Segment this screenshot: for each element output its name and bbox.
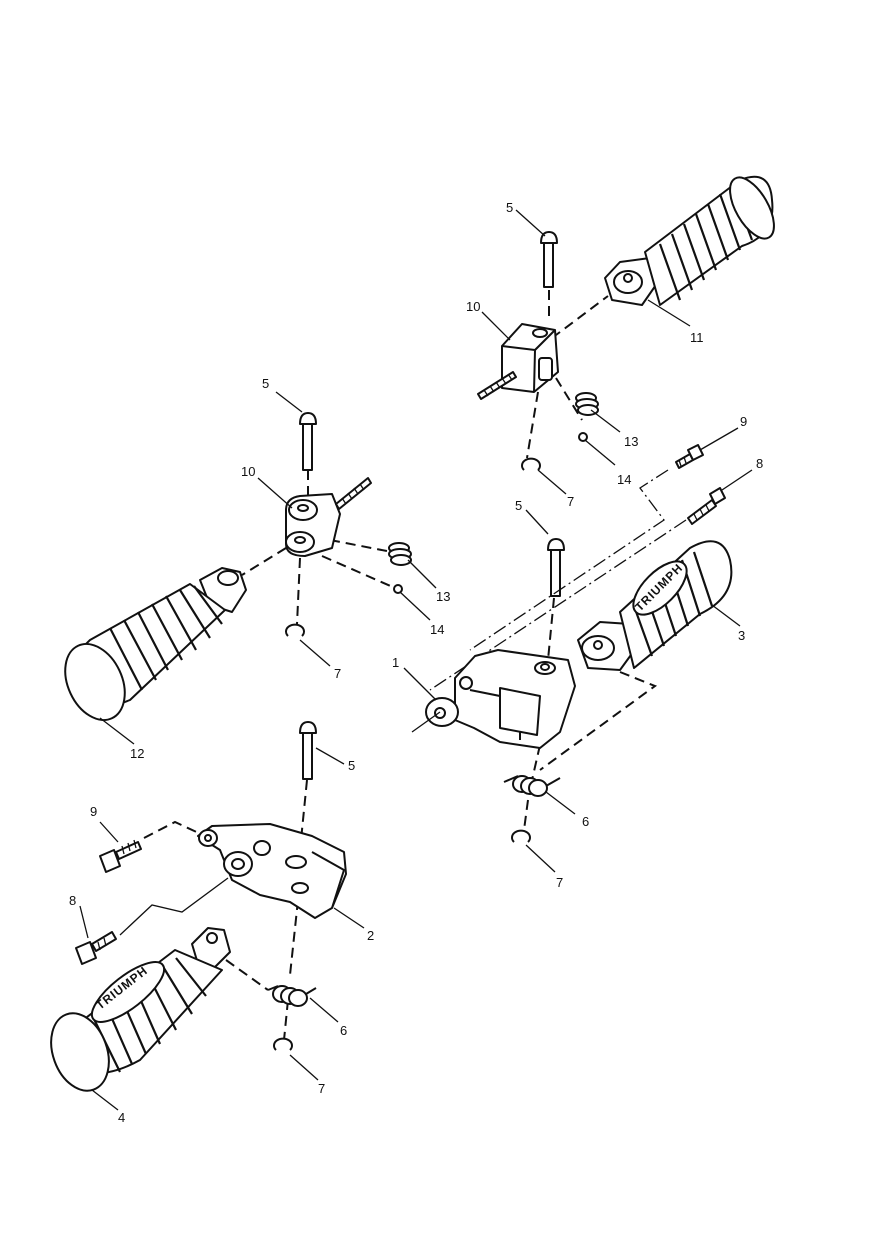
callout-12: 12 — [130, 746, 144, 761]
callout-4: 4 — [118, 1110, 125, 1125]
callout-6-left: 6 — [340, 1023, 347, 1038]
bolt-8-right — [687, 487, 726, 525]
lower-left-footrest-assembly: TRIUMPH — [50, 721, 347, 1092]
bolt-9-right — [675, 444, 704, 469]
callout-14-middle-left: 14 — [430, 622, 444, 637]
callout-6-right: 6 — [582, 814, 589, 829]
callout-14-upper-right: 14 — [617, 472, 631, 487]
bracket-10-upper-right — [477, 323, 559, 400]
callout-3: 3 — [738, 628, 745, 643]
bolt-8-left — [75, 931, 117, 965]
spring-6-right — [503, 775, 561, 797]
callout-7-right: 7 — [556, 875, 563, 890]
pin-5-middle-right — [547, 538, 565, 597]
callout-leaders — [79, 209, 753, 1111]
footpeg-4-triumph: TRIUMPH — [50, 927, 231, 1092]
bracket-10-middle-left — [285, 477, 372, 557]
callout-13-middle-left: 13 — [436, 589, 450, 604]
footpeg-11-rubber — [604, 175, 775, 306]
callout-13-upper-right: 13 — [624, 434, 638, 449]
callout-8-left: 8 — [69, 893, 76, 908]
pin-5-middle-left — [299, 412, 317, 471]
middle-left-footrest-assembly — [64, 412, 412, 722]
callout-9-left: 9 — [90, 804, 97, 819]
upper-right-footrest-assembly — [477, 175, 775, 471]
pin-5-upper-right — [540, 231, 558, 288]
callout-numbers: 5 10 11 13 14 7 9 8 5 3 1 6 7 5 10 13 14… — [69, 200, 763, 1125]
callout-5-middle-left: 5 — [262, 376, 269, 391]
callout-5-middle-right: 5 — [515, 498, 522, 513]
clip-7-left — [273, 1037, 293, 1051]
callout-10-middle-left: 10 — [241, 464, 255, 479]
footrest-bracket-2 — [197, 823, 347, 919]
bolt-9-left — [99, 839, 142, 873]
callout-5-lower-left: 5 — [348, 758, 355, 773]
pin-5-lower-left — [299, 721, 317, 780]
ball-14-upper-right — [578, 432, 588, 442]
callout-8-right: 8 — [756, 456, 763, 471]
spring-6-left — [267, 985, 317, 1007]
callout-10-upper-right: 10 — [466, 299, 480, 314]
spring-13-middle-left — [388, 542, 412, 566]
footpeg-3-triumph: TRIUMPH — [577, 540, 733, 671]
footpeg-12-rubber — [64, 567, 247, 722]
callout-11: 11 — [690, 330, 704, 345]
clip-7-upper-right — [521, 457, 541, 471]
footrest-housing-1 — [411, 649, 576, 749]
callout-2: 2 — [367, 928, 374, 943]
middle-right-footrest-assembly: TRIUMPH — [411, 444, 733, 843]
callout-1: 1 — [392, 655, 399, 670]
ball-14-middle-left — [393, 584, 403, 594]
callout-5-upper-right: 5 — [506, 200, 513, 215]
clip-7-right — [511, 829, 531, 843]
spring-13-upper-right — [575, 392, 599, 416]
clip-7-middle-left — [285, 623, 305, 637]
callout-9-right: 9 — [740, 414, 747, 429]
callout-7-middle-left: 7 — [334, 666, 341, 681]
callout-7-left: 7 — [318, 1081, 325, 1096]
callout-7-upper-right: 7 — [567, 494, 574, 509]
